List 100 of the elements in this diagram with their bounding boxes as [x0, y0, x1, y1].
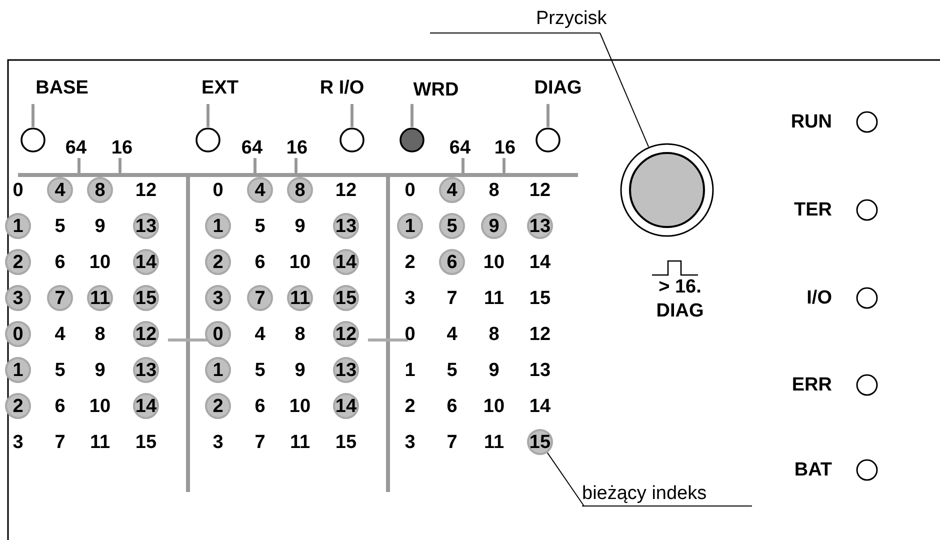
indicator-label: R I/O	[320, 78, 364, 98]
bit-index: 4	[54, 322, 66, 346]
lit-bit-index: 0	[205, 321, 231, 347]
channel-number: 64	[449, 138, 471, 158]
bit-index: 0	[404, 322, 416, 346]
lit-bit-index: 3	[205, 285, 231, 311]
bit-index: 6	[254, 394, 266, 418]
bit-index: 7	[54, 430, 66, 454]
bit-index: 0	[404, 178, 416, 202]
lit-bit-index: 2	[5, 393, 31, 419]
status-label: BAT	[794, 460, 832, 480]
bit-index: 3	[404, 286, 416, 310]
lit-bit-index: 2	[5, 249, 31, 275]
channel-number: 64	[241, 138, 263, 158]
callout-label: bieżący indeks	[582, 484, 707, 503]
bit-index: 10	[288, 394, 312, 418]
bit-index: 8	[488, 322, 500, 346]
bit-index: 4	[446, 322, 458, 346]
lit-bit-index: 9	[481, 213, 507, 239]
lit-bit-index: 13	[133, 213, 159, 239]
bit-index: 12	[528, 322, 552, 346]
lit-bit-index: 4	[439, 177, 465, 203]
lit-bit-index: 14	[333, 249, 359, 275]
lit-bit-index: 14	[333, 393, 359, 419]
bit-index: 12	[334, 178, 358, 202]
bit-index: 15	[134, 430, 158, 454]
indicator-label: WRD	[413, 80, 459, 100]
bit-index: 7	[446, 430, 458, 454]
bit-index: 2	[404, 250, 416, 274]
bit-index: 8	[488, 178, 500, 202]
lit-bit-index: 5	[439, 213, 465, 239]
indicator-label: DIAG	[534, 78, 582, 98]
bit-index: 6	[54, 394, 66, 418]
lit-bit-index: 15	[333, 285, 359, 311]
lit-bit-index: 8	[87, 177, 113, 203]
bit-index: 7	[446, 286, 458, 310]
status-label: TER	[794, 200, 832, 220]
bit-index: 9	[94, 214, 106, 238]
bit-index: 11	[482, 430, 506, 454]
indicator-label: BASE	[36, 78, 88, 98]
lit-bit-index: 12	[133, 321, 159, 347]
bit-index: 11	[288, 430, 312, 454]
lit-bit-index: 0	[5, 321, 31, 347]
lit-bit-index: 2	[205, 249, 231, 275]
lit-bit-index: 14	[133, 249, 159, 275]
bit-index: 8	[94, 322, 106, 346]
bit-index: 12	[134, 178, 158, 202]
lit-bit-index: 1	[397, 213, 423, 239]
lit-bit-index: 1	[5, 213, 31, 239]
leader-line	[600, 32, 650, 148]
bit-index: 3	[212, 430, 224, 454]
lit-bit-index: 11	[87, 285, 113, 311]
lit-bit-index: 15	[133, 285, 159, 311]
bit-index: 1	[404, 358, 416, 382]
lit-bit-index: 12	[333, 321, 359, 347]
bit-index: 13	[528, 358, 552, 382]
bit-index: 4	[254, 322, 266, 346]
bit-index: 6	[54, 250, 66, 274]
lit-bit-index: 7	[247, 285, 273, 311]
bit-index: 5	[54, 358, 66, 382]
lit-bit-index: 13	[333, 357, 359, 383]
leader-line	[546, 452, 584, 506]
status-label: ERR	[792, 376, 832, 394]
bit-index: 5	[254, 214, 266, 238]
bit-index: 0	[212, 178, 224, 202]
lit-bit-index: 14	[133, 393, 159, 419]
bit-index: 8	[294, 322, 306, 346]
bit-index: 12	[528, 178, 552, 202]
callout-label: Przycisk	[536, 9, 607, 28]
indicator-label: EXT	[202, 78, 238, 98]
lit-bit-index: 13	[527, 213, 553, 239]
lit-bit-index: 4	[247, 177, 273, 203]
lit-bit-index: 15	[527, 429, 553, 455]
bit-index: 3	[404, 430, 416, 454]
channel-number: 16	[111, 138, 133, 158]
bit-index: 10	[88, 394, 112, 418]
lit-bit-index: 1	[5, 357, 31, 383]
bit-index: 6	[254, 250, 266, 274]
bit-index: 11	[88, 430, 112, 454]
lit-bit-index: 1	[205, 357, 231, 383]
bit-index: 6	[446, 394, 458, 418]
lit-bit-index: 4	[47, 177, 73, 203]
bit-index: 14	[528, 250, 552, 274]
bit-index: 10	[482, 250, 506, 274]
lit-bit-index: 8	[287, 177, 313, 203]
bit-index: 5	[54, 214, 66, 238]
button-caption: > 16.	[658, 278, 702, 296]
lit-bit-index: 13	[333, 213, 359, 239]
status-label: I/O	[806, 288, 832, 308]
lit-bit-index: 6	[439, 249, 465, 275]
bit-index: 9	[294, 358, 306, 382]
bit-index: 2	[404, 394, 416, 418]
push-button	[620, 143, 714, 237]
bit-index: 3	[12, 430, 24, 454]
bit-index: 15	[528, 286, 552, 310]
bit-index: 5	[446, 358, 458, 382]
channel-number: 64	[65, 138, 87, 158]
channel-number: 16	[286, 138, 308, 158]
lit-bit-index: 11	[287, 285, 313, 311]
lit-bit-index: 13	[133, 357, 159, 383]
